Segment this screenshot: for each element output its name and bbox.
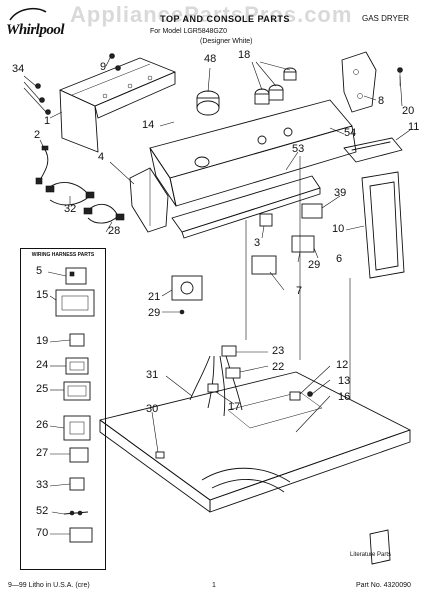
lint-duct-part <box>361 171 405 279</box>
callout-12: 12 <box>336 359 349 371</box>
wire-clip-part <box>35 145 49 185</box>
control-console-part <box>149 99 357 207</box>
callout-17: 17 <box>228 401 241 413</box>
callout-3: 3 <box>254 237 261 249</box>
wiring-callout-19: 19 <box>36 335 49 347</box>
main-wiring-harness-part <box>189 345 243 417</box>
front-rail-part <box>171 175 321 239</box>
callout-53: 53 <box>292 143 305 155</box>
callout-9: 9 <box>100 61 107 73</box>
callout-1: 1 <box>44 115 51 127</box>
callout-8: 8 <box>378 95 385 107</box>
callout-29-lower: 29 <box>148 307 161 319</box>
rear-bracket-part <box>59 57 176 153</box>
small-parts <box>155 391 313 459</box>
brand-logo: Whirlpool <box>6 22 65 38</box>
wiring-callout-33: 33 <box>36 479 49 491</box>
callout-18: 18 <box>238 49 251 61</box>
callout-34: 34 <box>12 63 25 75</box>
console-endcap-part <box>129 167 169 233</box>
wiring-callout-27: 27 <box>36 447 49 459</box>
callout-7: 7 <box>296 285 303 297</box>
hinge-bracket-part <box>341 51 403 113</box>
dryer-top-panel-part <box>99 371 411 513</box>
timer-part <box>171 275 203 315</box>
control-knobs-part <box>196 67 297 116</box>
callout-4: 4 <box>98 151 105 163</box>
callout-20: 20 <box>402 105 415 117</box>
wiring-harness-box <box>20 248 106 570</box>
leader-lines <box>23 57 411 453</box>
lint-screen-part <box>343 137 403 163</box>
callout-29: 29 <box>308 259 321 271</box>
callout-54: 54 <box>344 127 357 139</box>
switch-parts <box>251 203 323 275</box>
wiring-callout-15: 15 <box>36 289 49 301</box>
callout-22: 22 <box>272 361 285 373</box>
callout-23: 23 <box>272 345 285 357</box>
wiring-callout-25: 25 <box>36 383 49 395</box>
harness-28-part <box>83 203 125 224</box>
callout-28: 28 <box>108 225 121 237</box>
literature-parts-label: Literature Parts <box>350 552 392 558</box>
wiring-callout-26: 26 <box>36 419 49 431</box>
callout-21: 21 <box>148 291 161 303</box>
callout-13: 13 <box>338 375 351 387</box>
wiring-callout-24: 24 <box>36 359 49 371</box>
footer-page-number: 1 <box>212 582 216 589</box>
wiring-callout-52: 52 <box>36 505 49 517</box>
watermark-text: AppliancePartsPros.com <box>70 2 353 27</box>
appliance-type: GAS DRYER <box>362 14 409 23</box>
callout-30: 30 <box>146 403 159 415</box>
callout-14: 14 <box>142 119 155 131</box>
wiring-harness-thumbnails <box>47 267 95 543</box>
wiring-callout-70: 70 <box>36 527 49 539</box>
callout-39: 39 <box>334 187 347 199</box>
callout-11: 11 <box>408 121 420 133</box>
wiring-callout-5: 5 <box>36 265 43 277</box>
harness-32-part <box>45 181 95 206</box>
callout-31: 31 <box>146 369 159 381</box>
literature-booklet-part <box>369 529 391 565</box>
model-number: For Model LGR5848GZ0 <box>150 28 228 35</box>
screw-parts <box>35 53 121 115</box>
callout-16: 16 <box>338 391 351 403</box>
wiring-harness-title: WIRING HARNESS PARTS <box>31 252 95 258</box>
footer-litho: 9—99 Litho in U.S.A. (cre) <box>8 582 90 589</box>
model-finish: (Designer White) <box>200 38 253 45</box>
footer-part-number: Part No. 4320090 <box>356 582 411 589</box>
callout-32: 32 <box>64 203 77 215</box>
callout-10: 10 <box>332 223 345 235</box>
diagram-title: TOP AND CONSOLE PARTS <box>160 14 290 24</box>
whirlpool-logo-icon <box>9 7 47 21</box>
callout-2: 2 <box>34 129 41 141</box>
callout-6: 6 <box>336 253 343 265</box>
callout-48: 48 <box>204 53 217 65</box>
